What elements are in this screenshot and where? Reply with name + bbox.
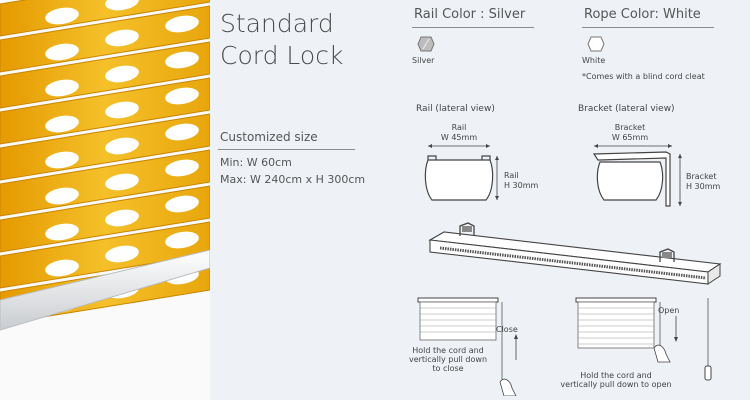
fabric-cell-opening <box>45 187 79 205</box>
honeycomb-blind-illustration <box>0 0 210 400</box>
fabric-cell-opening <box>105 173 139 191</box>
fabric-cell-opening <box>165 51 199 69</box>
fabric-cell-opening <box>105 101 139 119</box>
size-divider <box>218 149 355 150</box>
silver-swatch-icon <box>417 36 435 52</box>
rope-color-divider <box>582 27 714 28</box>
fabric-cell-opening <box>105 209 139 227</box>
fabric-cell-opening <box>45 259 79 277</box>
bracket-height-label: Bracket <box>686 172 717 181</box>
fabric-cell-opening <box>45 115 79 133</box>
bracket-profile-diagram <box>592 144 682 207</box>
white-swatch-icon <box>587 36 605 52</box>
size-max: Max: W 240cm x H 300cm <box>220 173 366 186</box>
rail-height-value: H 30mm <box>504 181 539 190</box>
fabric-cell-opening <box>105 0 139 11</box>
close-operation-diagram <box>417 297 518 396</box>
fabric-cell-opening <box>165 159 199 177</box>
rope-note: *Comes with a blind cord cleat <box>582 72 705 81</box>
fabric-cell-opening <box>165 87 199 105</box>
size-heading: Customized size <box>220 130 318 144</box>
rail-perspective-diagram <box>428 222 722 285</box>
spec-panel: Standard Cord Lock Customized size Min: … <box>210 0 750 400</box>
fabric-cell-opening <box>105 245 139 263</box>
title-line-1: Standard <box>220 9 334 38</box>
close-caption-1: Hold the cord and <box>412 346 484 355</box>
fabric-pleat <box>0 0 210 37</box>
rail-color-divider <box>412 27 534 28</box>
fabric-cell-opening <box>45 151 79 169</box>
bracket-view-title: Bracket (lateral view) <box>578 104 675 114</box>
fabric-cell-opening <box>45 223 79 241</box>
fabric-cell-opening <box>105 29 139 47</box>
fabric-cell-opening <box>165 15 199 33</box>
open-label: Open <box>658 306 680 315</box>
bracket-width-label: Bracket <box>614 123 646 132</box>
product-title: Standard Cord Lock <box>220 8 343 72</box>
fabric-cell-opening <box>165 231 199 249</box>
close-label: Close <box>496 325 518 334</box>
open-caption-1: Hold the cord and <box>580 371 652 380</box>
rail-view-title: Rail (lateral view) <box>416 104 495 114</box>
rope-color-heading: Rope Color: White <box>584 7 701 22</box>
fabric-cell-opening <box>105 65 139 83</box>
rail-color-heading: Rail Color : Silver <box>414 7 526 22</box>
close-caption-2: vertically pull down <box>408 355 488 364</box>
title-line-2: Cord Lock <box>220 41 344 70</box>
fabric-cell-opening <box>105 137 139 155</box>
silver-label: Silver <box>412 56 435 65</box>
size-min: Min: W 60cm <box>220 156 292 169</box>
bracket-height-value: H 30mm <box>686 182 721 191</box>
rail-width-label: Rail <box>451 123 467 132</box>
fabric-cell-opening <box>165 195 199 213</box>
fabric-cell-opening <box>45 7 79 25</box>
open-operation-diagram <box>575 297 712 381</box>
rail-profile-diagram <box>424 144 499 201</box>
rail-width-value: W 45mm <box>440 133 478 142</box>
open-caption-2: vertically pull down to open <box>560 380 672 389</box>
fabric-cell-opening <box>45 43 79 61</box>
white-label: White <box>582 56 606 65</box>
close-caption-3: to close <box>432 364 464 373</box>
rail-height-label: Rail <box>504 171 519 180</box>
bracket-width-value: W 65mm <box>611 133 649 142</box>
fabric-cell-opening <box>165 123 199 141</box>
fabric-cell-opening <box>45 79 79 97</box>
product-photo <box>0 0 210 400</box>
